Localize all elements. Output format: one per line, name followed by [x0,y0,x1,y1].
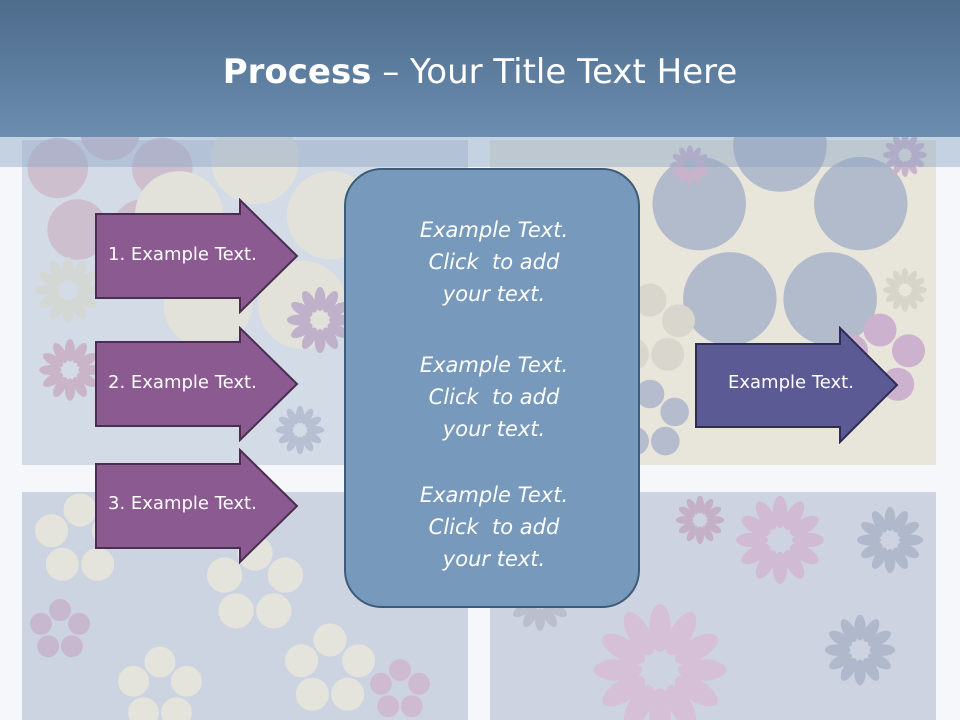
center-block-2-line3: your text. [442,417,546,441]
center-block-3-line2: Click to add [428,515,560,539]
center-block-1-line3: your text. [442,282,546,306]
center-block-2-line2: Click to add [428,385,560,409]
center-block-1: Example Text. Click to add your text. [346,214,642,310]
slide-title[interactable]: Process – Your Title Text Here [0,52,960,92]
left-arrow-3[interactable] [94,448,300,564]
left-arrow-3-label: 3. Example Text. [108,493,257,514]
right-arrow-label: Example Text. [728,372,854,393]
center-block-1-line1: Example Text. [419,218,569,242]
left-arrow-1-label: 1. Example Text. [108,244,257,265]
title-bold: Process [222,52,372,92]
title-rest: – Your Title Text Here [371,52,738,92]
title-bar-fade [0,137,960,167]
center-block-3: Example Text. Click to add your text. [346,479,642,575]
left-arrow-1[interactable] [94,198,300,314]
center-block-1-line2: Click to add [428,250,560,274]
center-text-box[interactable]: Example Text. Click to add your text. Ex… [344,168,640,608]
right-arrow[interactable] [694,326,900,444]
left-arrow-2-label: 2. Example Text. [108,372,257,393]
title-bar [0,0,960,137]
center-block-2-line1: Example Text. [419,353,569,377]
center-block-3-line1: Example Text. [419,483,569,507]
left-arrow-2[interactable] [94,326,300,442]
center-block-3-line3: your text. [442,547,546,571]
center-block-2: Example Text. Click to add your text. [346,349,642,445]
